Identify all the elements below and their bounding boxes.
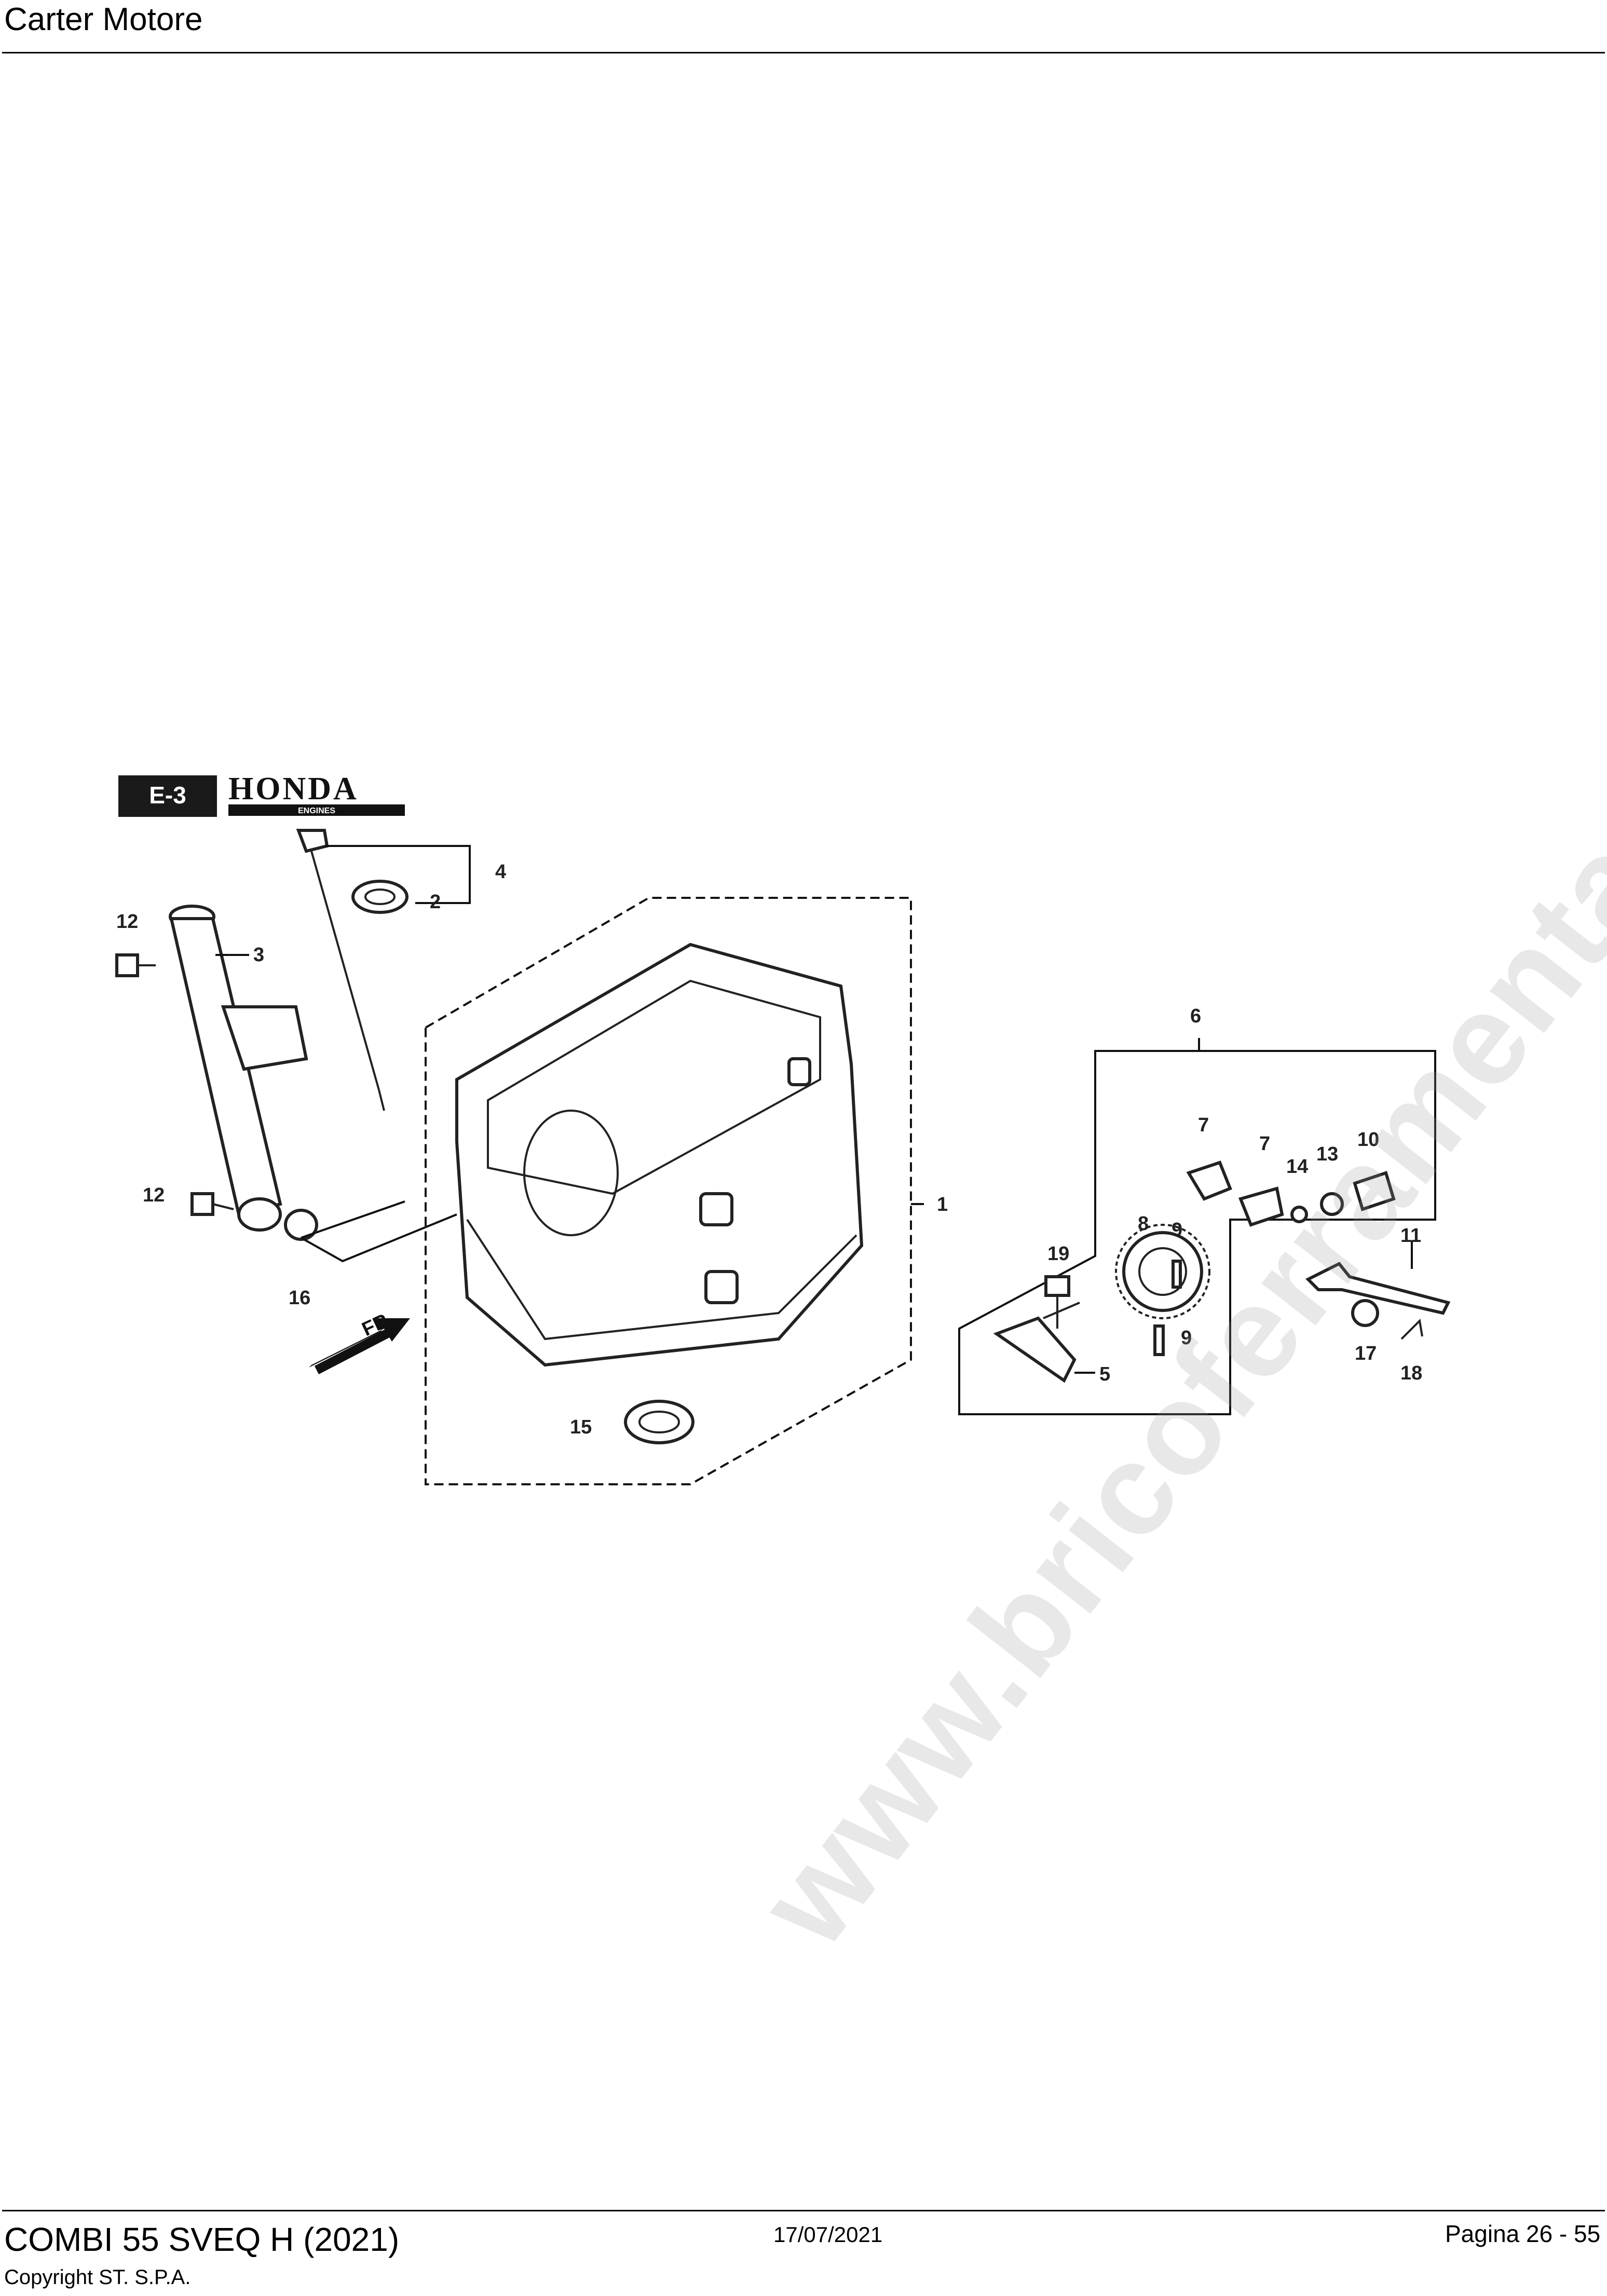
dipstick (296, 829, 385, 1111)
header-rule (2, 52, 1605, 53)
label-6: 6 (1190, 1005, 1201, 1027)
weight-7a (1186, 1160, 1232, 1201)
footer-date: 17/07/2021 (773, 2222, 883, 2247)
footer-model: COMBI 55 SVEQ H (2021) (4, 2221, 400, 2258)
label-9b: 9 (1181, 1327, 1192, 1349)
honda-badge: E-3 HONDA ENGINES (118, 771, 405, 817)
clip-14 (1290, 1206, 1308, 1223)
governor-gear-8 (1115, 1224, 1210, 1319)
pin-9b (1153, 1324, 1165, 1356)
page-header: Carter Motore (0, 0, 1607, 54)
label-10: 10 (1357, 1129, 1379, 1151)
crankcase (455, 942, 864, 1367)
oil-seal-15 (624, 1400, 694, 1444)
bolt-12b (190, 1192, 234, 1216)
crankcase-outline (425, 897, 912, 1485)
label-19: 19 (1047, 1243, 1069, 1265)
label-5: 5 (1099, 1363, 1110, 1385)
footer-page-number: Pagina 26 - 55 (1445, 2220, 1601, 2247)
label-8: 8 (1138, 1213, 1149, 1235)
pin-9a (1172, 1260, 1182, 1289)
label-9a: 9 (1172, 1219, 1182, 1241)
washer-13 (1320, 1192, 1344, 1216)
governor-shaft-11 (1305, 1262, 1451, 1315)
washer-17 (1351, 1299, 1379, 1327)
parts-diagram: E-3 HONDA ENGINES (0, 675, 1607, 1557)
o-ring-16 (284, 1209, 318, 1241)
label-18: 18 (1400, 1362, 1422, 1384)
footer-rule (2, 2210, 1605, 2211)
label-3: 3 (253, 944, 264, 966)
label-16: 16 (289, 1287, 310, 1309)
label-4: 4 (495, 861, 506, 883)
washer-2 (351, 880, 408, 914)
label-15: 15 (570, 1416, 592, 1438)
weight-7b (1238, 1186, 1284, 1227)
label-12a: 12 (116, 911, 138, 933)
label-11: 11 (1400, 1225, 1421, 1247)
label-7a: 7 (1198, 1114, 1209, 1136)
label-14: 14 (1286, 1156, 1308, 1178)
page-title: Carter Motore (4, 2, 203, 37)
label-2: 2 (430, 891, 441, 913)
bolt-12a (115, 953, 156, 977)
label-17: 17 (1355, 1343, 1377, 1364)
pin-18 (1400, 1318, 1423, 1340)
label-1: 1 (937, 1194, 948, 1215)
bolt-19 (1044, 1275, 1070, 1329)
footer-copyright: Copyright ST. S.P.A. (4, 2266, 191, 2289)
oil-filler-tube (169, 905, 308, 1232)
badge-code: E-3 (149, 782, 186, 809)
governor-arm-5 (993, 1302, 1080, 1383)
honda-logo-sub: ENGINES (298, 807, 335, 815)
honda-logo: HONDA (228, 771, 359, 807)
front-arrow-icon: FR. (309, 1307, 410, 1374)
slider-10 (1353, 1171, 1396, 1211)
label-13: 13 (1316, 1143, 1338, 1165)
exploded-view: E-3 HONDA ENGINES (115, 771, 1451, 1485)
label-7b: 7 (1259, 1133, 1270, 1155)
label-12b: 12 (143, 1184, 165, 1206)
leader-lines (215, 845, 1413, 1374)
